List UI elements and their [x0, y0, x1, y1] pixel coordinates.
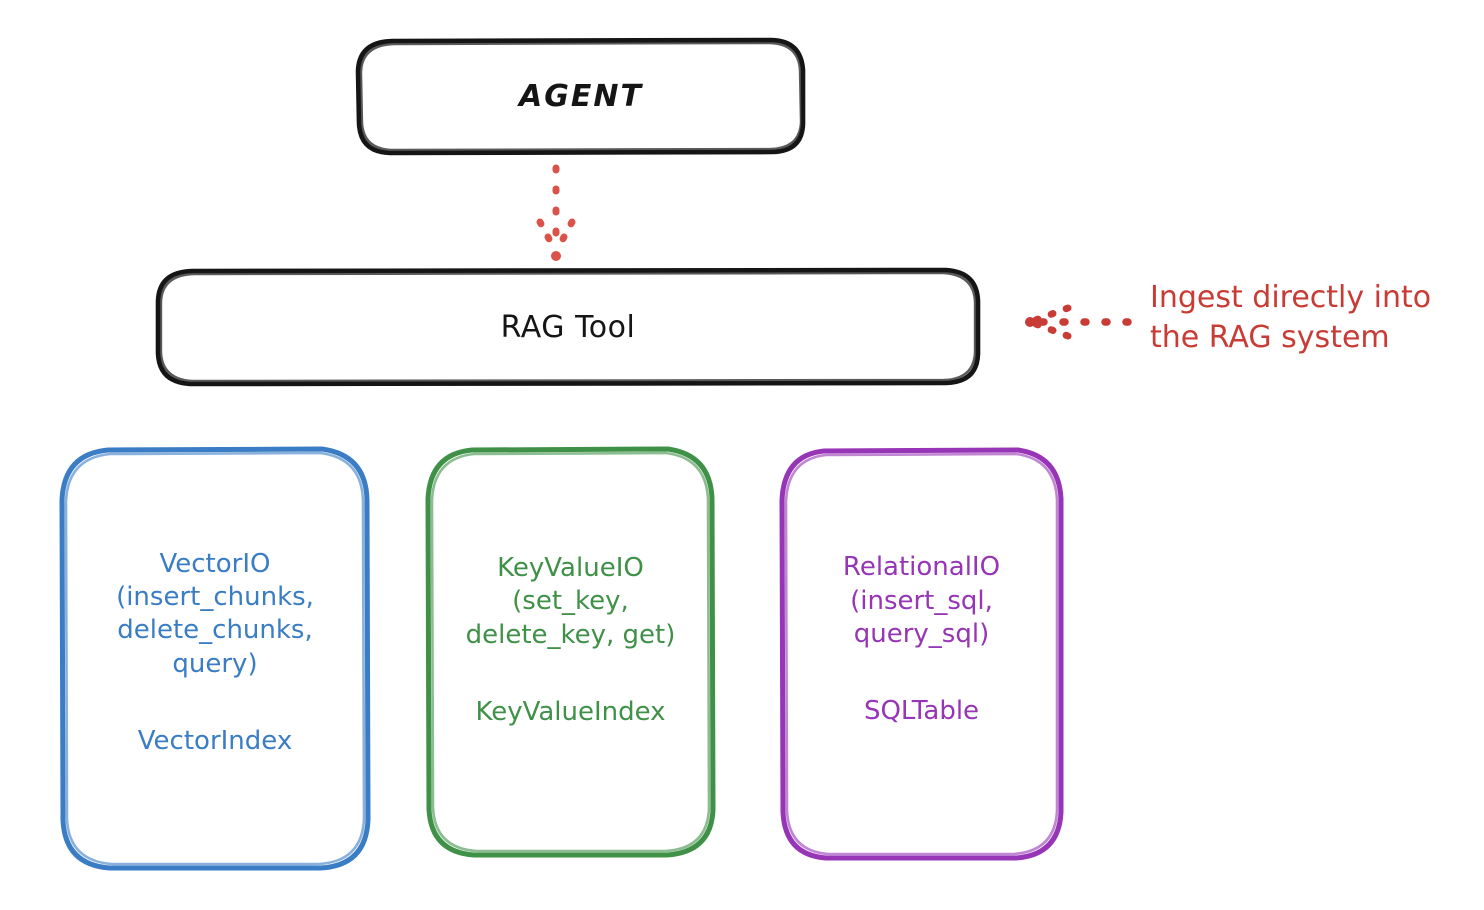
agent-box-outline	[355, 37, 806, 156]
key-value-io-index-label: KeyValueIndex	[475, 696, 666, 727]
key-value-io-node[interactable]: KeyValueIO (set_key, delete_key, get) Ke…	[428, 449, 713, 856]
agent-node[interactable]: AGENT	[358, 40, 804, 153]
rag-tool-node[interactable]: RAG Tool	[157, 270, 979, 384]
relationalio-box-outline	[779, 447, 1064, 861]
ragtool-box-outline	[155, 267, 981, 387]
vector-io-node[interactable]: VectorIO (insert_chunks, delete_chunks, …	[62, 449, 368, 869]
agent-label: AGENT	[519, 79, 643, 114]
keyvalueio-box-outline	[425, 446, 716, 858]
vector-io-content: VectorIO (insert_chunks, delete_chunks, …	[62, 548, 368, 758]
relational-io-api-label: RelationalIO (insert_sql, query_sql)	[842, 552, 1001, 649]
relational-io-index-label: SQLTable	[863, 696, 980, 727]
key-value-io-content: KeyValueIO (set_key, delete_key, get) Ke…	[428, 552, 713, 729]
rag-tool-label: RAG Tool	[500, 309, 636, 345]
vector-io-api-label: VectorIO (insert_chunks, delete_chunks, …	[116, 548, 314, 679]
relational-io-node[interactable]: RelationalIO (insert_sql, query_sql) SQL…	[782, 449, 1061, 859]
key-value-io-api-label: KeyValueIO (set_key, delete_key, get)	[465, 552, 676, 650]
vectorio-box-outline	[59, 446, 371, 871]
agent-to-ragtool-arrow	[536, 164, 576, 261]
relational-io-content: RelationalIO (insert_sql, query_sql) SQL…	[782, 551, 1061, 728]
vector-io-index-label: VectorIndex	[137, 725, 293, 756]
ingest-annotation-text: Ingest directly into the RAG system	[1150, 280, 1432, 355]
ingest-arrow	[1025, 304, 1132, 340]
